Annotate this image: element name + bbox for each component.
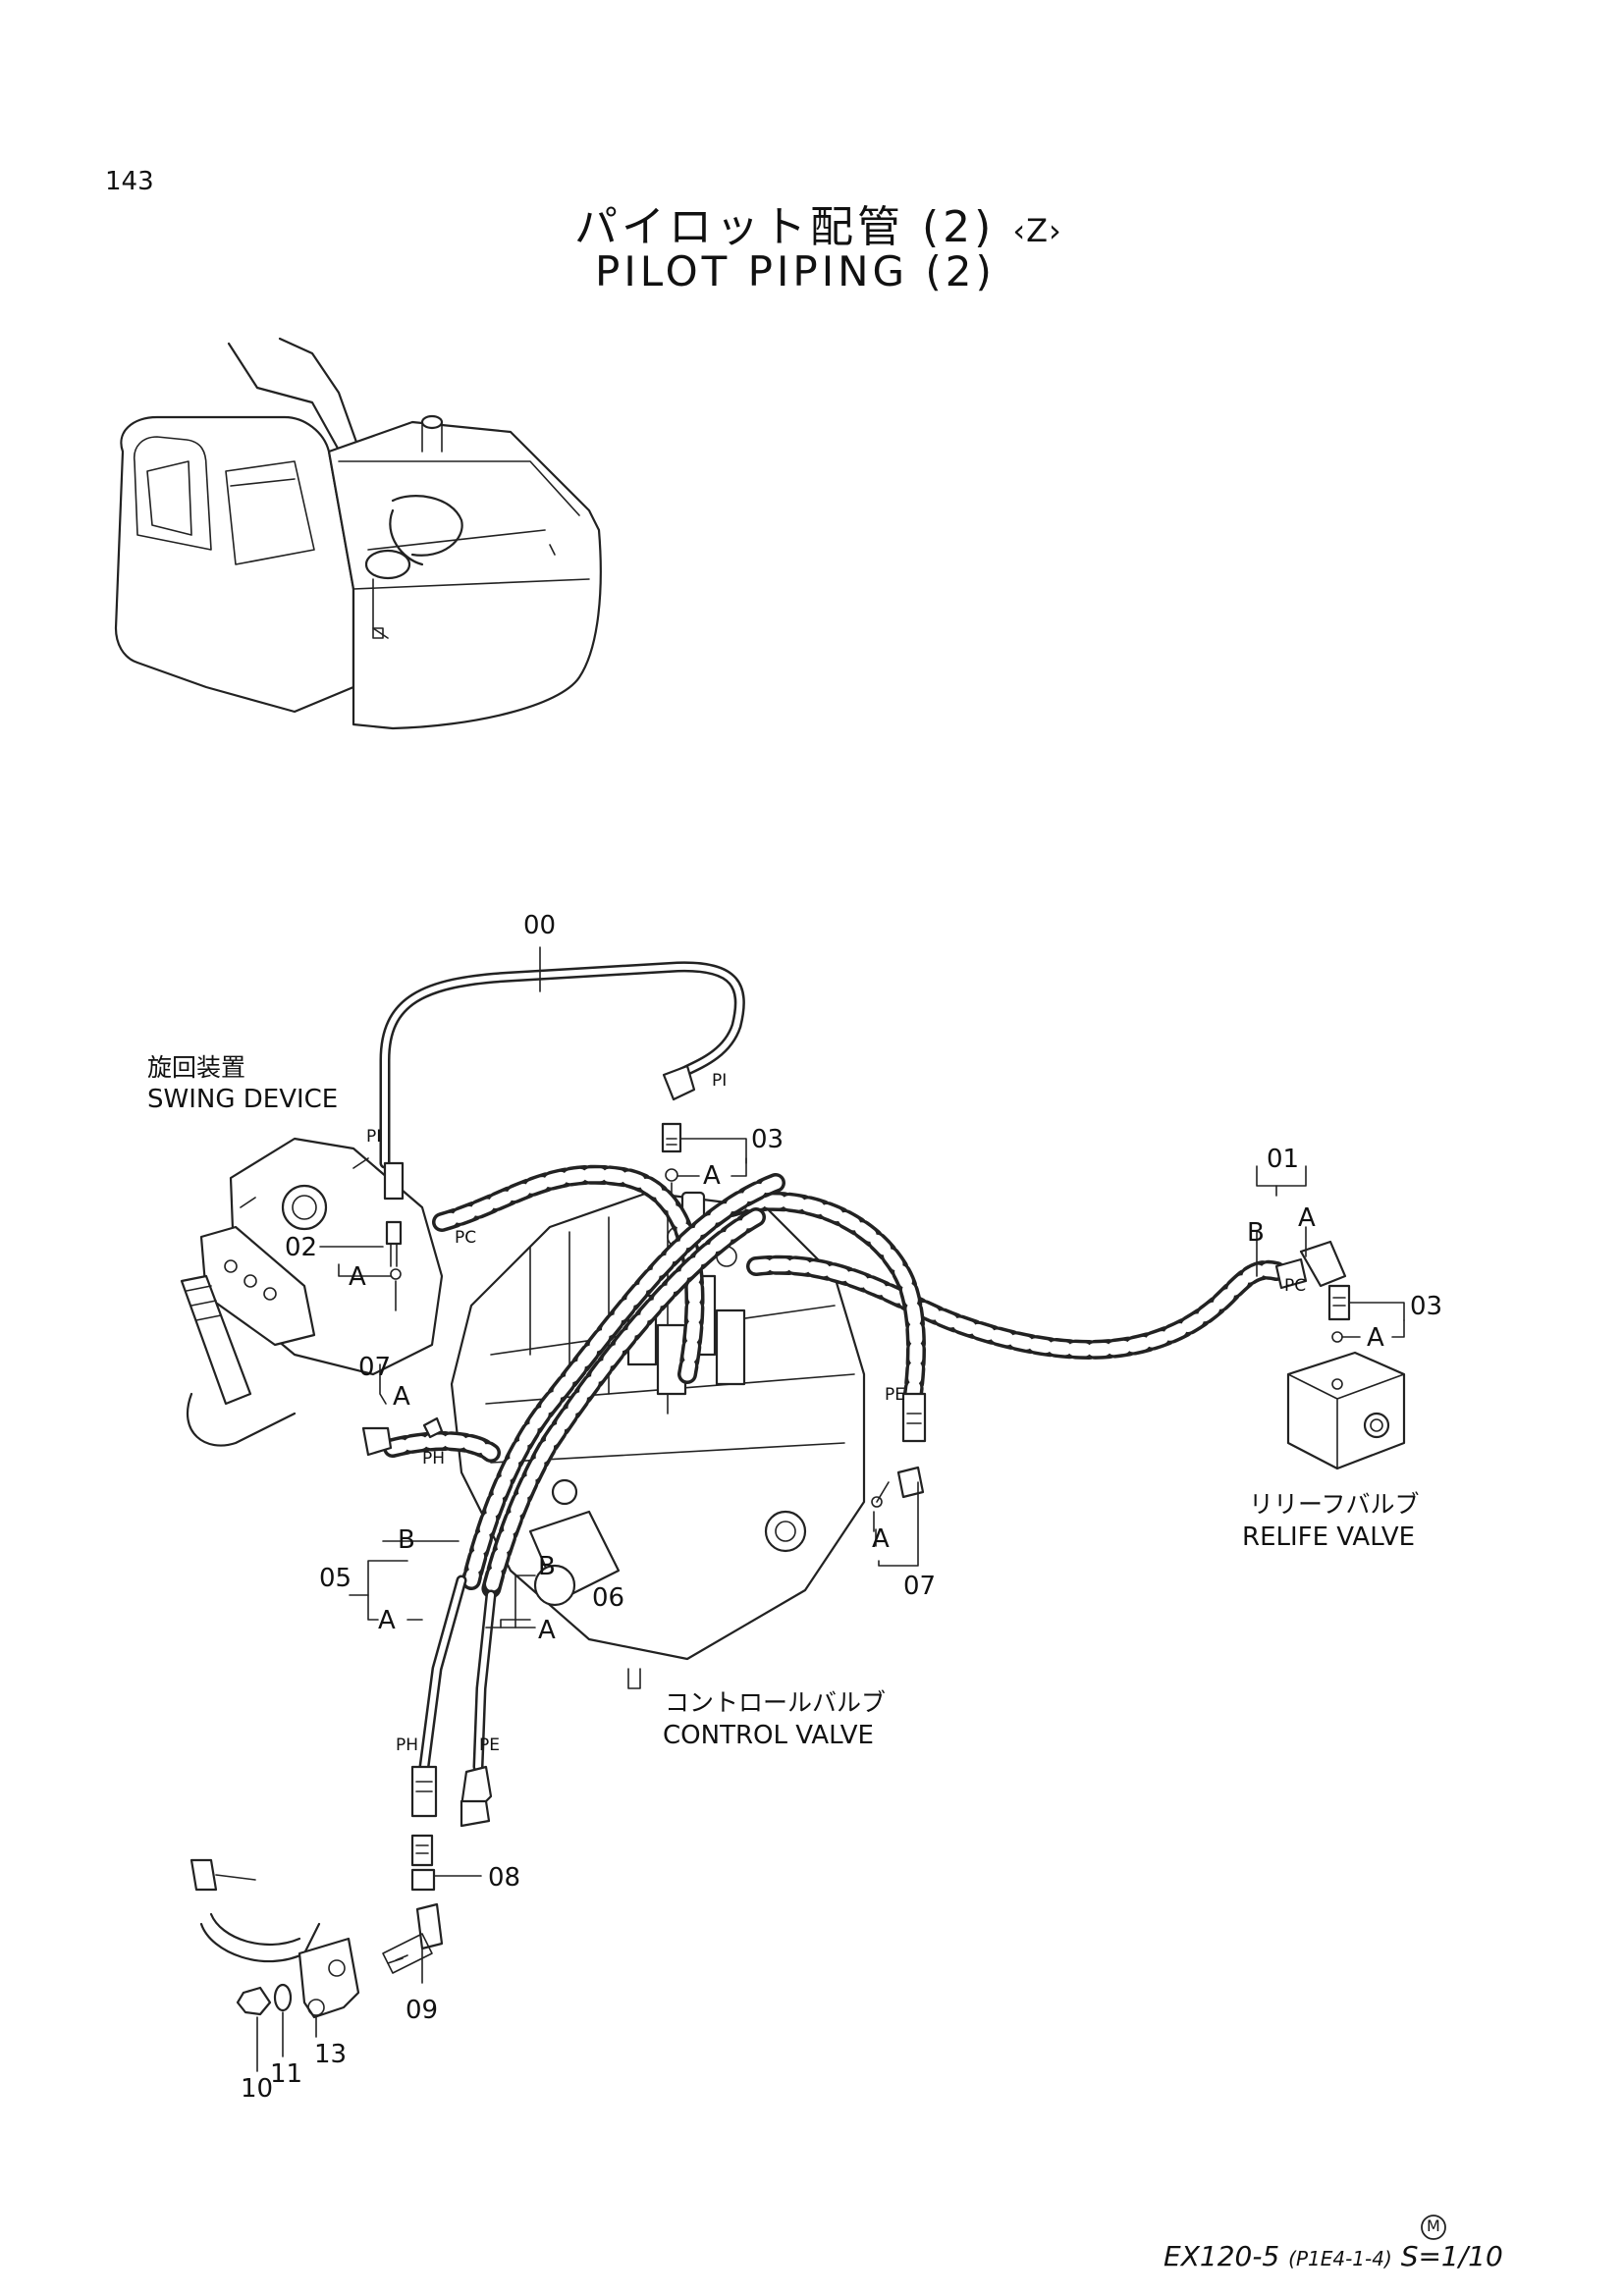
- part-number-01: 01: [1267, 1145, 1300, 1174]
- page-number: 143: [105, 167, 154, 196]
- armored-hose-down: [418, 1173, 785, 1773]
- part-number-03-right: 03: [1410, 1292, 1443, 1321]
- port-label-pi: PI: [712, 1071, 728, 1091]
- fitting-pe-right: [871, 1392, 927, 1532]
- swing-device-label-en: SWING DEVICE: [147, 1085, 339, 1114]
- part-number-10: 10: [241, 2074, 274, 2104]
- footer-model: EX120-5: [1163, 2240, 1280, 2272]
- port-label-ph: PH: [422, 1449, 446, 1468]
- port-label-pc: PC: [455, 1228, 477, 1248]
- port-label-pi: PI: [366, 1127, 382, 1147]
- callout-letter-a: A: [538, 1616, 556, 1645]
- part-number-00: 00: [523, 911, 557, 940]
- footer-scale: S=1/10: [1400, 2240, 1503, 2272]
- part-number-07-right: 07: [903, 1572, 937, 1601]
- callout-letter-a: A: [349, 1262, 366, 1292]
- part-number-02: 02: [285, 1233, 318, 1262]
- part-number-05: 05: [319, 1564, 352, 1593]
- part-number-07-left: 07: [358, 1353, 392, 1382]
- part-number-11: 11: [270, 2059, 303, 2089]
- swing-device-drawing: [180, 1137, 444, 1447]
- control-valve-label-en: CONTROL VALVE: [663, 1721, 874, 1750]
- page-title-english: PILOT PIPING (2): [595, 247, 996, 295]
- port-label-ph: PH: [396, 1735, 419, 1755]
- armored-hose-relief: [432, 1164, 1286, 1404]
- relief-valve-label-en: RELIFE VALVE: [1242, 1522, 1416, 1552]
- title-jp-text: パイロット配管 (2): [574, 202, 996, 252]
- relief-valve-label-jp: リリーフバルブ: [1249, 1490, 1420, 1519]
- callout-letter-b: B: [1247, 1218, 1265, 1248]
- hose-ph-left: [361, 1416, 501, 1463]
- callout-letter-a: A: [1367, 1323, 1384, 1353]
- port-label-pe: PE: [885, 1385, 905, 1405]
- port-label-pc: PC: [1284, 1276, 1307, 1296]
- swing-device-label-jp: 旋回装置: [147, 1053, 246, 1082]
- part-number-13: 13: [314, 2040, 348, 2069]
- port-label-pe: PE: [479, 1735, 500, 1755]
- page-title-japanese: パイロット配管 (2) ‹Z›: [574, 191, 1062, 254]
- hose-00: [379, 961, 745, 1169]
- relief-valve-drawing: [1274, 1240, 1406, 1470]
- leader-lines: [256, 946, 1405, 2072]
- maker-mark-circle: [1421, 2215, 1446, 2240]
- control-valve-drawing: [450, 1191, 866, 1689]
- control-valve-label-jp: コントロールバルブ: [665, 1688, 887, 1717]
- variant-marker: ‹Z›: [1012, 212, 1062, 249]
- footer-ref-code: (P1E4-1-4): [1288, 2247, 1392, 2270]
- callout-letter-b: B: [398, 1525, 415, 1555]
- callout-letter-a: A: [393, 1382, 410, 1412]
- part-number-08: 08: [488, 1863, 521, 1893]
- fittings-top: [661, 1064, 696, 1218]
- maker-mark-letter: M: [1427, 2216, 1440, 2235]
- bottom-fittings: [189, 1765, 493, 2019]
- excavator-overview-sketch: [114, 337, 602, 730]
- callout-letter-a: A: [378, 1606, 396, 1635]
- part-number-09: 09: [406, 1996, 439, 2025]
- callout-letter-a: A: [1298, 1203, 1316, 1233]
- callout-letter-a: A: [703, 1161, 721, 1191]
- footer-reference: EX120-5 (P1E4-1-4) S=1/10: [1163, 2240, 1503, 2272]
- callout-letter-a: A: [872, 1524, 890, 1554]
- part-number-06: 06: [592, 1583, 625, 1613]
- part-number-03-top: 03: [751, 1125, 784, 1154]
- callout-letter-b: B: [538, 1552, 556, 1581]
